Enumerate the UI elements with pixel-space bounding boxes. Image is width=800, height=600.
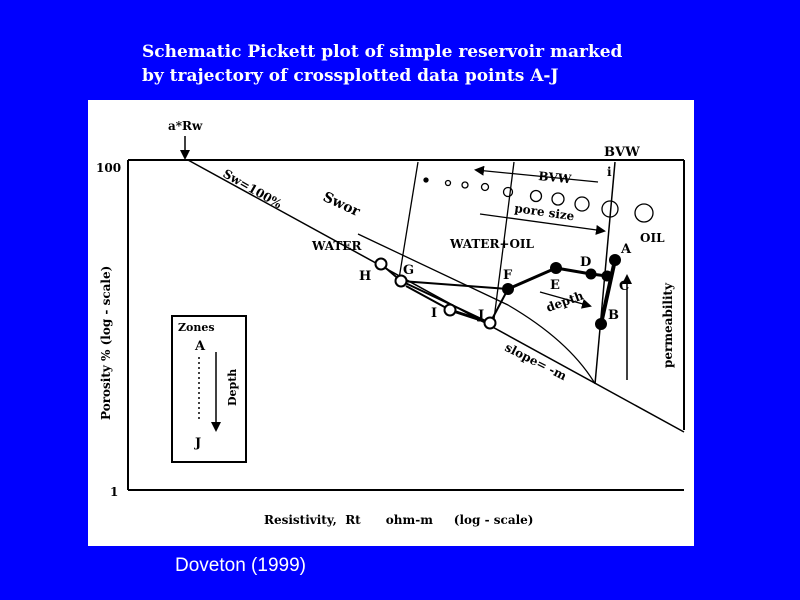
point-j [483,316,497,330]
trajectory-g-j [400,280,491,324]
y-tick-1: 1 [110,485,118,499]
pickett-plot-svg: a*Rw 100 1 Porosity % (log - scale) Resi… [96,119,685,527]
point-g [394,274,408,288]
zones-legend-title: Zones [178,321,215,334]
trajectory-a-b [599,259,617,325]
point-c-label: C [619,279,629,294]
zones-legend-box [171,315,247,463]
point-i-label: I [431,306,437,321]
slope-label: slope= -m [503,340,570,383]
point-f [502,283,514,295]
swor-curve [357,233,595,383]
water-zone-boundary [397,161,419,286]
zones-legend-top-zone: A [194,339,206,354]
point-g-label: G [403,263,414,278]
slide-title-line-1: Schematic Pickett plot of simple reservo… [142,42,623,62]
trajectory-g-i [405,285,451,311]
trajectory-f-e [507,266,557,291]
water-zone-label: WATER [311,239,362,253]
water-oil-zone-label: WATER+OIL [449,237,535,251]
y-axis-label: Porosity % (log - scale) [99,266,113,420]
depth-arrow [539,291,592,309]
pickett-plot-figure: a*Rw 100 1 Porosity % (log - scale) Resi… [88,100,694,546]
oil-zone-boundary [492,161,515,328]
y-tick-100: 100 [96,161,121,175]
sw-100-label: Sw=100% [221,166,285,211]
bvw-arrow [474,165,599,183]
point-i [443,303,457,317]
slide-title-line-2: by trajectory of crossplotted data point… [142,66,559,86]
point-e-label: E [550,278,560,293]
zones-legend-depth-label: Depth [226,369,239,406]
bvw-arrow-label: BVW [538,169,573,186]
zones-legend-bottom-zone: J [194,436,201,451]
trajectory-i-j [449,308,491,325]
trajectory-g-f [400,280,509,290]
point-a-label: A [620,242,632,257]
pore-circle-4 [480,182,490,192]
pore-circle-7 [551,192,565,206]
pore-circle-9 [601,200,619,218]
pore-size-arrow [479,213,606,235]
pore-circle-2 [444,179,452,187]
permeability-label: permeability [661,282,675,368]
point-h [374,257,388,271]
bvw-i-mark: i [607,165,612,179]
point-f-label: F [503,268,513,283]
pore-circle-5 [502,186,514,198]
pore-size-circles [423,177,654,223]
water-line [187,159,685,433]
pore-circle-1 [423,177,429,183]
bvw-top-label: BVW [604,145,640,160]
pore-circle-10 [634,203,654,223]
point-b [595,318,607,330]
point-e [550,262,562,274]
a-rw-label: a*Rw [168,119,203,133]
swor-label: Swor [320,189,363,220]
point-a [609,254,621,266]
point-j-label: J [477,308,484,323]
pore-circle-8 [574,196,590,212]
pore-circle-3 [461,181,469,189]
point-c [601,270,613,282]
slide-title: Schematic Pickett plot of simple reservo… [142,40,702,88]
citation: Doveton (1999) [175,555,306,576]
point-b-label: B [608,308,619,323]
point-d [585,268,597,280]
pore-circle-6 [529,189,543,203]
oil-zone-label: OIL [640,231,665,245]
point-h-label: H [359,269,371,284]
x-axis-label: Resistivity, Rt ohm-m (log - scale) [264,513,533,527]
zones-legend: Zones A J Depth [171,315,247,463]
point-d-label: D [580,255,591,270]
